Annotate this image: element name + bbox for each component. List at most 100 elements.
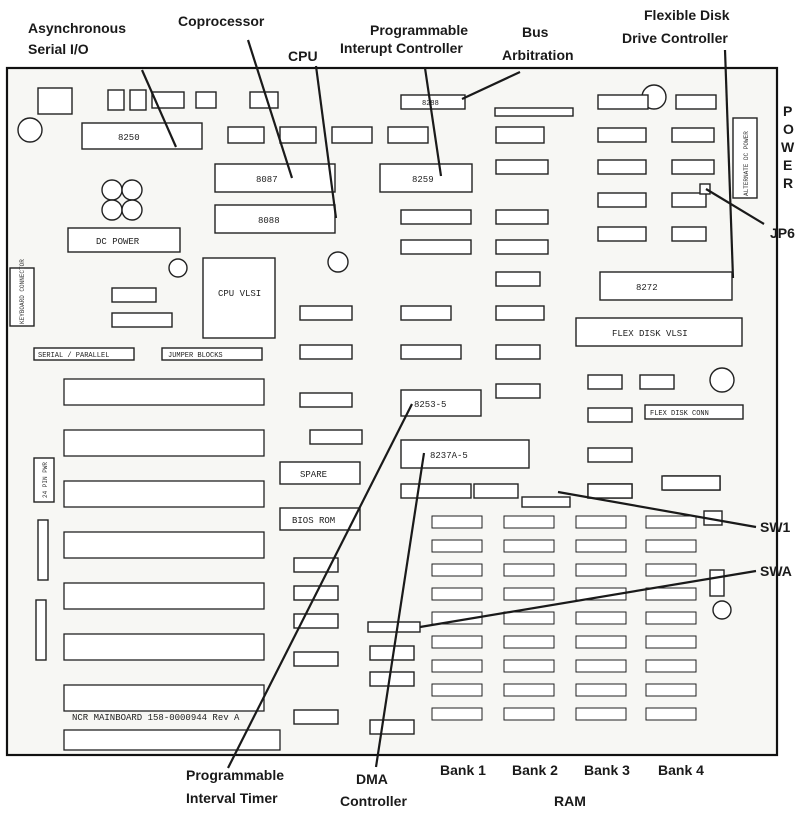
- side-connector: [35, 599, 47, 661]
- label-async-serial-line2: Serial I/O: [28, 41, 89, 57]
- ram-chip: [575, 515, 627, 529]
- power-connector-label: 24 PIN PWR: [42, 462, 49, 498]
- chip-8288: [400, 94, 466, 110]
- chip-74ls26: [369, 719, 415, 735]
- jumper-blocks-label: JUMPER BLOCKS: [168, 352, 223, 360]
- label-power-p: P: [783, 103, 792, 119]
- chip-8259-label: 8259: [412, 175, 434, 185]
- ram-chip: [575, 683, 627, 697]
- ram-chip: [431, 539, 483, 553]
- chip-8237: [400, 439, 530, 469]
- side-connector: [37, 519, 49, 581]
- bus-connector-strip: [494, 107, 574, 117]
- ram-chip: [431, 611, 483, 625]
- chip-74s04: [587, 407, 633, 423]
- chip-74ls244: [495, 209, 549, 225]
- label-jp6: JP6: [770, 225, 795, 241]
- chip-74ls244: [400, 483, 472, 499]
- ram-chip: [503, 563, 555, 577]
- label-bus-line1: Bus: [522, 24, 549, 40]
- ram-chip: [575, 587, 627, 601]
- chip-74ls02: [587, 447, 633, 463]
- label-power-r: R: [783, 175, 793, 191]
- label-pit-line1: Programmable: [186, 767, 284, 783]
- leader-pic: [423, 67, 443, 177]
- label-bus-line2: Arbitration: [502, 47, 574, 63]
- chip-74ls04: [400, 305, 452, 321]
- alternate-dc-power-label: ALTERNATE DC POWER: [743, 131, 750, 196]
- expansion-slot-bottom: [63, 729, 281, 751]
- label-fdc-line2: Drive Controller: [622, 30, 728, 46]
- ram-chip: [431, 515, 483, 529]
- label-pic-line2: Interupt Controller: [340, 40, 463, 56]
- ram-chip: [431, 659, 483, 673]
- chip-74s244: [299, 344, 353, 360]
- chip-74ls273: [309, 429, 363, 445]
- chip-74ls32: [597, 226, 647, 242]
- dc-power-block: [67, 227, 181, 253]
- chip-74ls05: [111, 287, 157, 303]
- ram-chip: [645, 659, 697, 673]
- ram-array: [431, 515, 697, 721]
- label-power-w: W: [781, 139, 795, 155]
- chip-8087-label: 8087: [256, 175, 278, 185]
- label-dma-line2: Controller: [340, 793, 407, 809]
- ram-chip: [503, 539, 555, 553]
- chip-flex-disk-vlsi: [575, 317, 743, 347]
- leader-bus-arbitration: [461, 71, 521, 100]
- chip-cpu-vlsi: [202, 257, 276, 339]
- label-ram: RAM: [554, 793, 586, 809]
- expansion-slot: [63, 684, 265, 712]
- chip-74ls74: [495, 305, 545, 321]
- expansion-slot: [63, 378, 265, 406]
- ram-chip: [645, 563, 697, 577]
- label-async-serial-line1: Asynchronous: [28, 20, 126, 36]
- ram-chip: [575, 659, 627, 673]
- leader-fdc: [723, 49, 735, 279]
- chip-74ls373: [495, 159, 549, 175]
- ram-chip: [645, 587, 697, 601]
- chip-74f100: [293, 651, 339, 667]
- label-sw1: SW1: [760, 519, 791, 535]
- chip-74f158: [293, 709, 339, 725]
- expansion-slot: [63, 429, 265, 457]
- label-power-o: O: [783, 121, 794, 137]
- chip-74s02: [587, 483, 633, 499]
- leader-coprocessor: [246, 39, 294, 179]
- chip-cpu-vlsi-label: CPU VLSI: [218, 289, 261, 299]
- label-pic-line1: Programmable: [370, 22, 468, 38]
- label-bank3: Bank 3: [584, 762, 630, 778]
- jumper-blocks: [161, 347, 263, 361]
- chip-74s10: [473, 483, 519, 499]
- expansion-slot: [63, 582, 265, 610]
- chip-74s02: [495, 383, 541, 399]
- capacitor: [17, 117, 43, 143]
- chip-8237-label: 8237A-5: [430, 451, 468, 461]
- capacitor: [709, 367, 735, 393]
- ram-chip: [431, 563, 483, 577]
- ram-chip: [645, 515, 697, 529]
- chip-74s00: [495, 344, 541, 360]
- voltage-regulator: [129, 89, 147, 111]
- chip-74ls245: [400, 239, 472, 255]
- chip-74s04: [671, 192, 707, 208]
- chip-8272-label: 8272: [636, 283, 658, 293]
- label-bank4: Bank 4: [658, 762, 704, 778]
- jp6-jumper: [699, 183, 711, 195]
- chip-74ls109: [597, 192, 647, 208]
- serial-parallel-header: [33, 347, 135, 361]
- chip-7406: [587, 374, 623, 390]
- chip-74ls00: [671, 127, 715, 143]
- ram-chip: [503, 659, 555, 673]
- ram-chip: [575, 563, 627, 577]
- ram-chip: [431, 707, 483, 721]
- voltage-regulator: [107, 89, 125, 111]
- label-swa: SWA: [760, 563, 792, 579]
- ram-chip: [503, 635, 555, 649]
- chip-8088: [214, 204, 336, 234]
- chip-74ls04: [227, 126, 265, 144]
- chip-74ls374: [597, 127, 647, 143]
- chip-74ls32: [279, 126, 317, 144]
- label-coprocessor: Coprocessor: [178, 13, 265, 29]
